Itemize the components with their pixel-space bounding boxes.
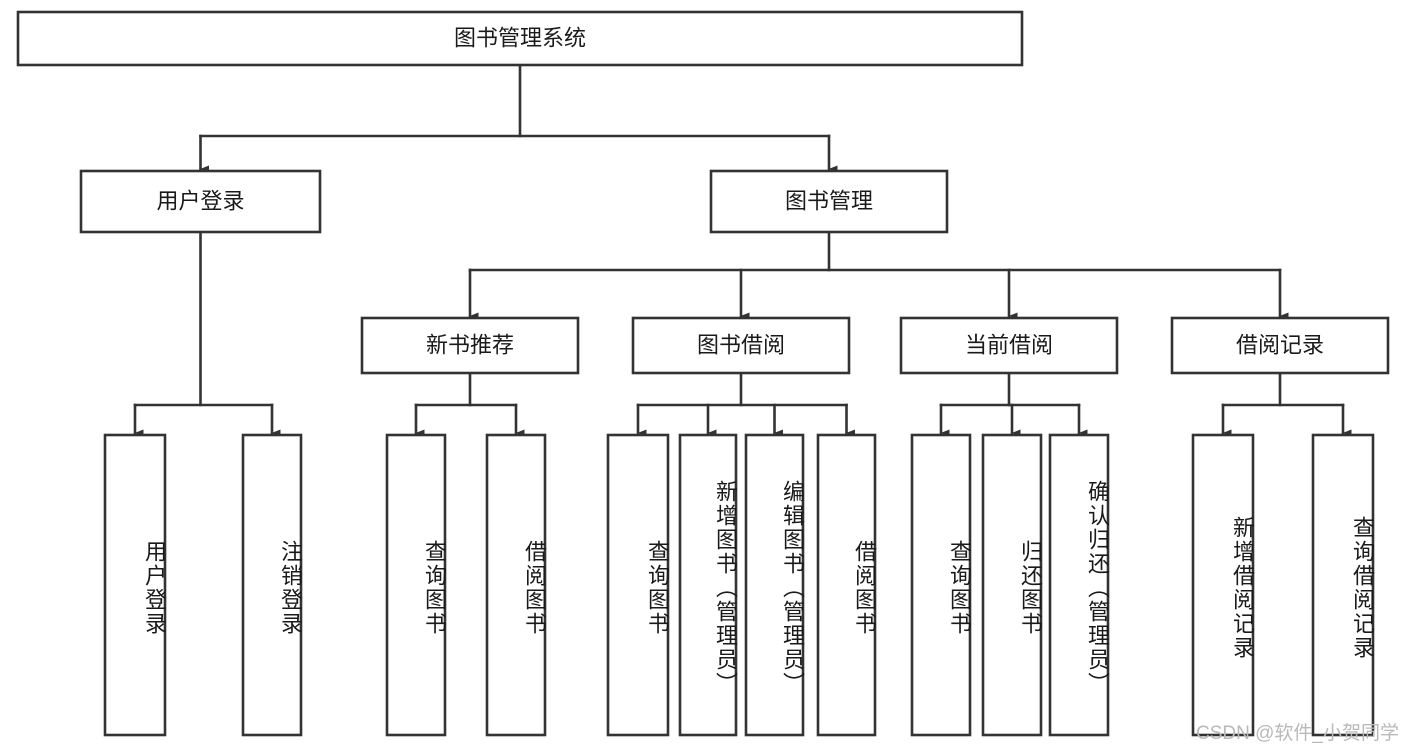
level1-box-book-management[interactable] [709,169,949,234]
level2-box-borrow-record[interactable] [1170,316,1390,375]
boxes-layer [16,10,1390,737]
root-node-box[interactable] [16,10,1024,67]
level2-box-new-book-recommend[interactable] [360,316,580,375]
leaf-box-leaf-user-login[interactable] [103,433,167,737]
level2-label-current-borrow: 当前借阅 [965,332,1053,357]
leaf-box-leaf-return-book[interactable] [981,433,1043,737]
leaf-box-leaf-edit-book[interactable] [744,433,805,737]
csdn-watermark: CSDN @软件_小贺同学 [1196,723,1399,744]
leaf-box-leaf-add-borrow-record[interactable] [1191,433,1255,737]
leaf-box-leaf-logout[interactable] [241,433,303,737]
leaf-box-leaf-add-book[interactable] [678,433,738,737]
leaf-box-leaf-query-books-1[interactable] [385,433,447,737]
level2-box-book-borrow[interactable] [631,316,851,375]
leaf-box-leaf-query-books-3[interactable] [910,433,972,737]
leaf-box-leaf-query-books-2[interactable] [606,433,670,737]
root-node-label: 图书管理系统 [454,25,586,50]
level2-label-new-book-recommend: 新书推荐 [426,332,514,357]
leaf-box-leaf-query-borrow-record[interactable] [1311,433,1375,737]
connectors-layer [133,63,1352,437]
level2-label-book-borrow: 图书借阅 [697,332,785,357]
leaf-box-leaf-borrow-books-1[interactable] [485,433,547,737]
level1-box-user-login[interactable] [79,169,322,234]
level2-label-borrow-record: 借阅记录 [1236,332,1324,357]
level1-label-book-management: 图书管理 [785,188,873,213]
level1-label-user-login: 用户登录 [156,188,244,213]
level2-box-current-borrow[interactable] [899,316,1119,375]
leaf-box-leaf-confirm-return[interactable] [1048,433,1110,737]
leaf-box-leaf-borrow-books-2[interactable] [816,433,877,737]
